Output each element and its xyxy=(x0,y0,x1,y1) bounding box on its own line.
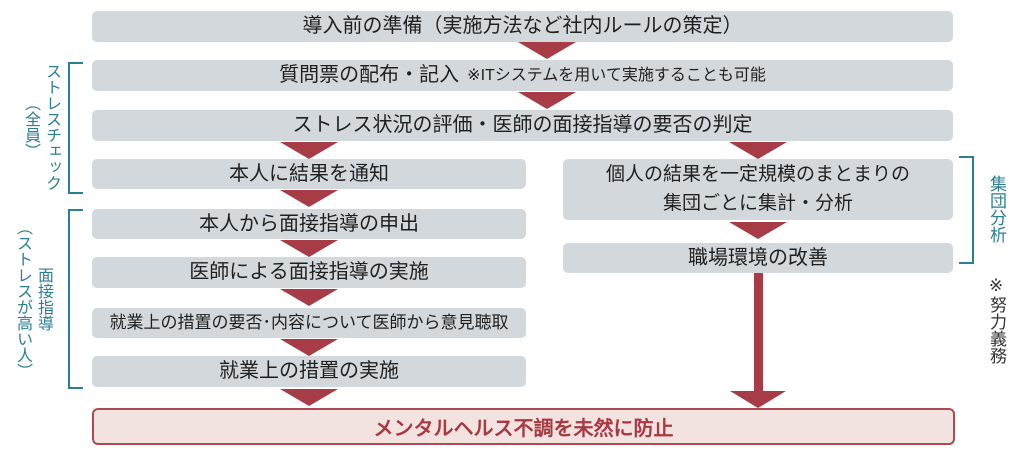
flow-step-opinion: 就業上の措置の要否･内容について医師から意見聴取 xyxy=(92,308,526,338)
arrow-down-icon xyxy=(280,289,338,306)
label-group-analysis-text: 集団分析 xyxy=(987,175,1006,243)
label-interview-guidance-main: 面接指導 xyxy=(35,266,52,331)
flow-step-interview-request: 本人から面接指導の申出 xyxy=(92,209,526,239)
flow-step-evaluation-label: ストレス状況の評価・医師の面接指導の要否の判定 xyxy=(292,114,753,136)
label-effort-duty: ※努力義務 xyxy=(986,264,1007,376)
flow-step-questionnaire-label: 質問票の配布・記入 xyxy=(279,64,460,86)
flow-step-questionnaire-note: ※ITシステムを用いて実施することも可能 xyxy=(467,66,766,84)
arrow-down-icon xyxy=(280,389,338,406)
flow-step-workplace-improvement: 職場環境の改善 xyxy=(563,243,953,273)
label-stress-check-sub: （全員） xyxy=(22,95,39,159)
flow-final-goal-label: メンタルヘルス不調を未然に防止 xyxy=(373,418,674,440)
flow-step-doctor-interview-label: 医師による面接指導の実施 xyxy=(189,261,429,283)
flow-step-notify: 本人に結果を通知 xyxy=(92,159,526,189)
arrow-down-icon xyxy=(280,190,338,207)
arrow-down-icon xyxy=(518,42,576,59)
flow-step-interview-request-label: 本人から面接指導の申出 xyxy=(199,212,419,235)
arrow-down-icon xyxy=(518,92,576,109)
arrow-down-icon xyxy=(729,222,787,239)
arrow-down-icon xyxy=(729,142,787,159)
flow-step-measures: 就業上の措置の実施 xyxy=(92,356,526,387)
label-interview-guidance-sub: （ストレスが高い人） xyxy=(14,218,31,379)
flow-step-workplace-improvement-label: 職場環境の改善 xyxy=(688,246,828,269)
arrow-shaft xyxy=(754,273,763,392)
flow-step-doctor-interview: 医師による面接指導の実施 xyxy=(92,257,526,288)
flow-step-preparation-label: 導入前の準備（実施方法など社内ルールの策定） xyxy=(302,15,743,37)
label-interview-guidance: 面接指導 （ストレスが高い人） xyxy=(12,209,54,388)
label-group-analysis: 集団分析 xyxy=(986,158,1007,260)
flow-step-notify-label: 本人に結果を通知 xyxy=(229,162,389,185)
arrow-down-icon xyxy=(280,240,338,257)
label-stress-check-main: ストレスチェック xyxy=(43,63,60,191)
flow-step-measures-label: 就業上の措置の実施 xyxy=(219,360,399,382)
arrow-down-icon xyxy=(280,339,338,356)
bracket-interview-guidance xyxy=(68,209,83,389)
flow-step-questionnaire: 質問票の配布・記入 ※ITシステムを用いて実施することも可能 xyxy=(92,60,953,91)
bracket-group-analysis xyxy=(959,156,974,264)
flow-step-opinion-label: 就業上の措置の要否･内容について医師から意見聴取 xyxy=(109,313,509,333)
flow-step-group-aggregate-line2: 集団ごとに集計・分析 xyxy=(662,192,853,214)
arrow-down-icon xyxy=(280,142,338,159)
label-stress-check: ストレスチェック （全員） xyxy=(20,62,62,192)
flow-step-evaluation: ストレス状況の評価・医師の面接指導の要否の判定 xyxy=(92,110,953,141)
bracket-stress-check xyxy=(68,62,83,194)
arrow-down-icon xyxy=(730,391,786,408)
label-effort-duty-text: ※努力義務 xyxy=(987,276,1006,364)
flow-final-goal: メンタルヘルス不調を未然に防止 xyxy=(92,408,955,445)
flow-step-group-aggregate-line1: 個人の結果を一定規模のまとまりの xyxy=(605,164,910,185)
flow-step-preparation: 導入前の準備（実施方法など社内ルールの策定） xyxy=(92,11,953,42)
flow-step-group-aggregate: 個人の結果を一定規模のまとまりの 集団ごとに集計・分析 xyxy=(563,159,953,220)
